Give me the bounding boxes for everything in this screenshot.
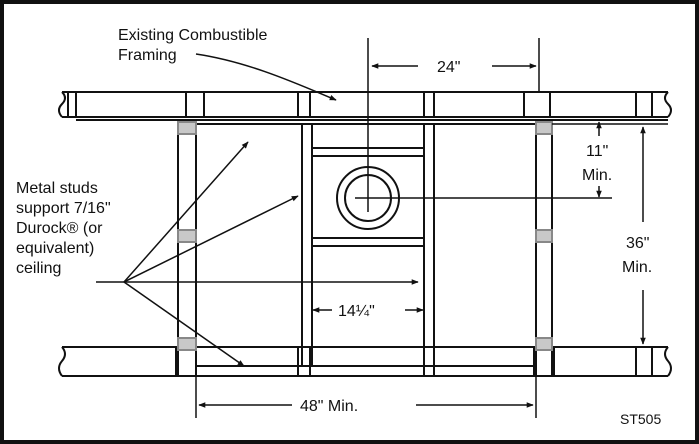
dim-11-label: 11" [586,143,608,160]
stud-frame [177,123,553,377]
studs-label-line3: Durock® (or [16,220,103,237]
dim-36-min-label: Min. [622,259,652,276]
framing-leader [195,53,337,101]
top-joist [58,91,672,121]
framing-label-line2: Framing [118,47,177,64]
studs-label-line1: Metal studs [16,180,98,197]
studs-label-line5: ceiling [16,260,61,277]
dim-14-label: 14¼" [338,303,375,320]
studs-label-line2: support 7/16" [16,200,111,217]
dim-36-label: 36" [626,235,649,252]
studs-label-line4: equivalent) [16,240,94,257]
hanger-brackets [177,121,553,351]
bottom-joist [58,346,672,377]
dim-11-min-label: Min. [582,167,612,184]
dim-24-label: 24" [437,59,460,76]
dim-48-label: 48" Min. [300,398,358,415]
figure-code: ST505 [620,411,661,427]
studs-leader-lines [96,141,419,367]
framing-label-line1: Existing Combustible [118,27,268,44]
